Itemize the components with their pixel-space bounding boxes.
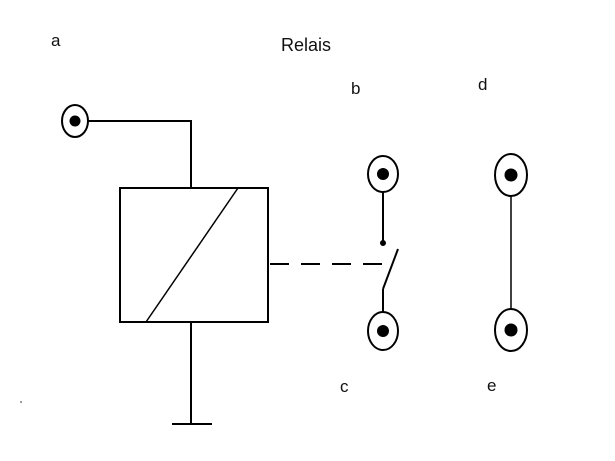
- label-b: b: [351, 79, 361, 98]
- switch-fixed-contact: [380, 240, 386, 246]
- relay-coil: [119, 187, 269, 323]
- terminal-c-connector: [367, 311, 399, 351]
- label-a: a: [51, 31, 61, 50]
- terminal-a-connector: [61, 104, 89, 138]
- diagram-title: Relais: [281, 35, 332, 55]
- terminal-d-connector: [494, 153, 528, 197]
- label-d: d: [478, 75, 488, 94]
- terminal-e-connector: [494, 308, 528, 352]
- switch-blade: [382, 248, 399, 290]
- label-e: e: [487, 376, 497, 395]
- wire-a-to-coil: [88, 120, 192, 188]
- terminal-b-connector: [367, 155, 399, 193]
- stray-dot: [20, 401, 22, 403]
- label-c: c: [340, 377, 349, 396]
